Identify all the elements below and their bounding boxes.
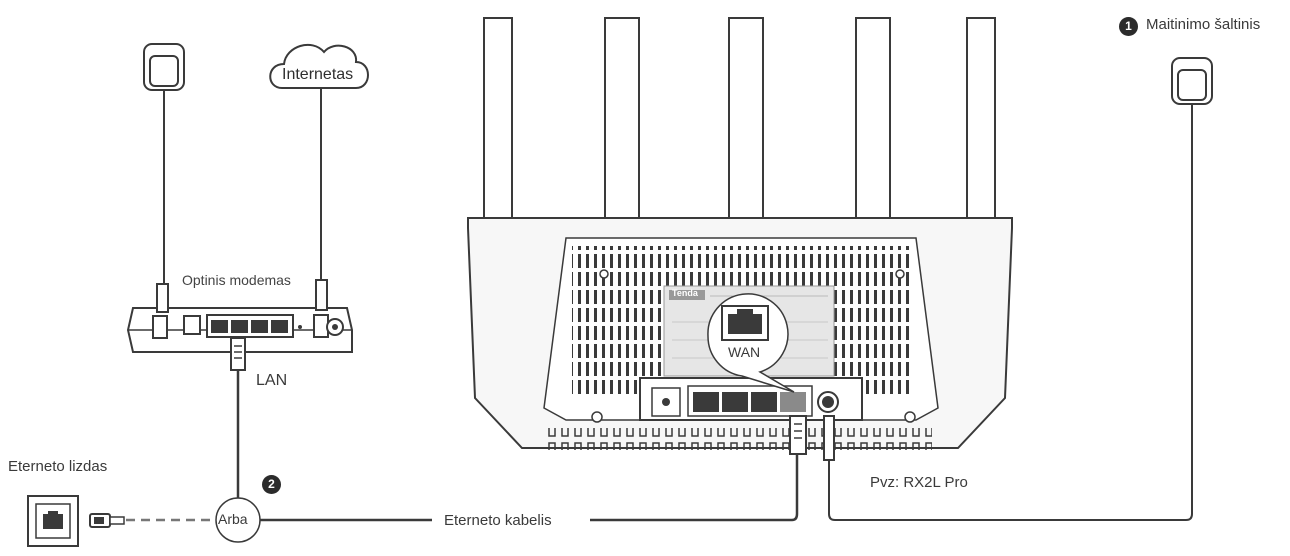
ethernet-plug-icon xyxy=(89,513,125,528)
modem-power-adapter xyxy=(143,43,185,285)
internet-label: Internetas xyxy=(282,66,354,83)
ethernet-jack-icon xyxy=(27,495,79,547)
ethernet-jack-label: Eterneto lizdas xyxy=(8,458,108,475)
wan-callout xyxy=(707,293,795,393)
router xyxy=(467,17,1013,461)
router-power-cable xyxy=(828,128,1193,521)
router-power-adapter xyxy=(1171,57,1213,128)
step-2-badge: 2 xyxy=(262,475,281,494)
brand-logo: Tenda xyxy=(672,288,698,298)
lan-label: LAN xyxy=(256,372,288,389)
internet-cloud-icon xyxy=(269,43,369,282)
step-1-badge: 1 xyxy=(1119,17,1138,36)
optical-modem xyxy=(126,279,353,371)
optical-modem-label: Optinis modemas xyxy=(182,272,291,288)
ethernet-cable-label: Eterneto kabelis xyxy=(444,512,552,529)
wan-label: WAN xyxy=(728,344,761,360)
or-label: Arba xyxy=(218,511,248,527)
ethernet-cable xyxy=(260,452,799,522)
power-source-label: Maitinimo šaltinis xyxy=(1146,16,1261,33)
example-model-label: Pvz: RX2L Pro xyxy=(870,474,968,491)
